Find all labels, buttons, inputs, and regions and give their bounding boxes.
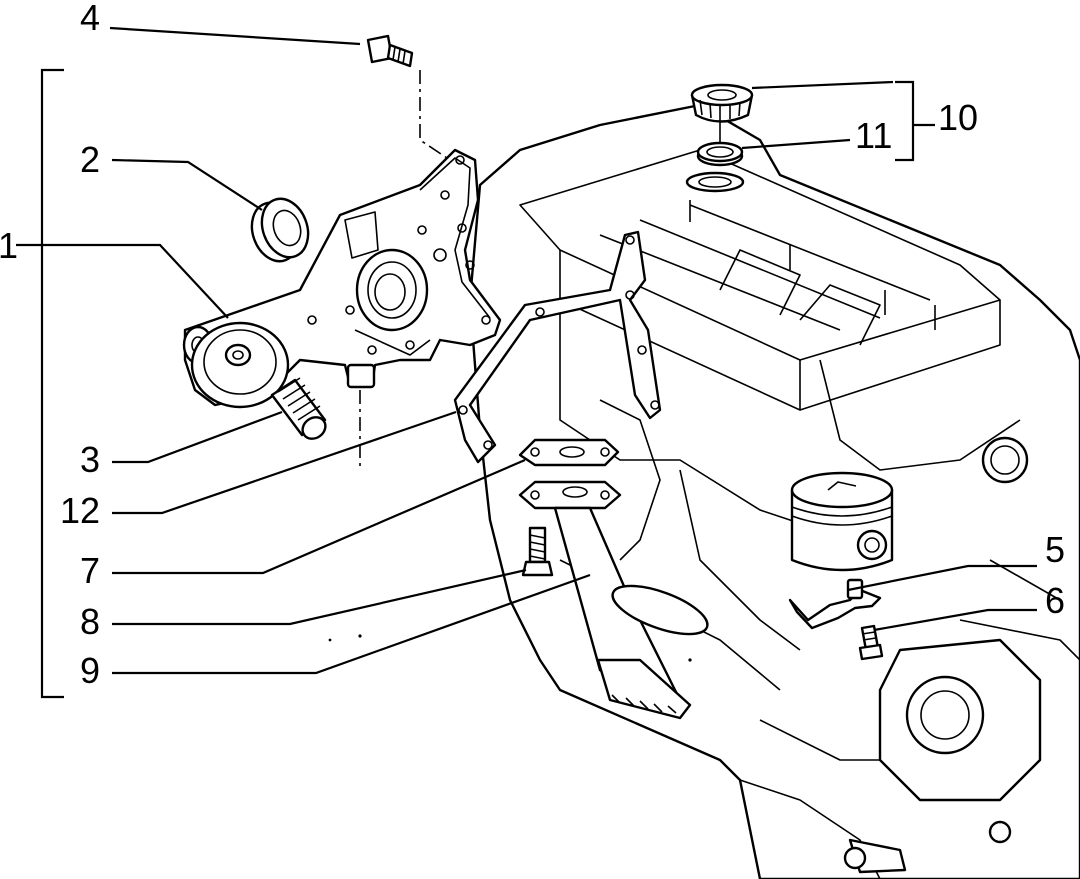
leader-9 [112, 573, 591, 675]
callout-2: 2 [80, 139, 100, 180]
leader-4 [109, 26, 361, 46]
oil-pump-housing [182, 148, 502, 409]
callout-12: 12 [60, 490, 100, 531]
leader-3 [112, 410, 283, 464]
leader-11 [741, 138, 851, 150]
leader-6 [873, 608, 1037, 632]
pump-gasket [453, 230, 662, 464]
callout-10: 10 [938, 97, 978, 138]
leader-10-cap [751, 80, 894, 90]
piston [790, 471, 894, 572]
callout-9: 9 [80, 650, 100, 691]
strainer-gasket [518, 438, 620, 467]
leader-1 [16, 243, 229, 319]
relief-valve-plug [270, 377, 327, 440]
filler-cap-seal [696, 141, 744, 167]
leader-lines [16, 26, 1037, 675]
oil-seal [250, 197, 310, 263]
pump-bolt [366, 34, 414, 68]
callout-8: 8 [80, 601, 100, 642]
group-bracket-10 [895, 80, 915, 162]
callout-5: 5 [1045, 529, 1065, 570]
group-bracket-1 [40, 68, 64, 699]
callout-4: 4 [80, 0, 100, 38]
callout-6: 6 [1045, 580, 1065, 621]
strainer-bolt [521, 526, 554, 577]
callout-labels: 4 2 1 3 12 7 8 9 5 6 10 11 [0, 0, 1065, 691]
leader-7 [112, 458, 526, 575]
oil-filler-cap [690, 83, 754, 123]
bracket-screw [858, 624, 884, 661]
callout-3: 3 [80, 439, 100, 480]
oil-strainer [518, 480, 709, 720]
leader-12 [112, 410, 457, 515]
callout-11: 11 [855, 115, 892, 156]
leader-5 [847, 564, 1037, 592]
leader-2 [111, 158, 263, 211]
callout-1: 1 [0, 225, 18, 266]
leader-8 [112, 568, 527, 626]
callout-7: 7 [80, 550, 100, 591]
bolt-axis-line [419, 70, 451, 161]
